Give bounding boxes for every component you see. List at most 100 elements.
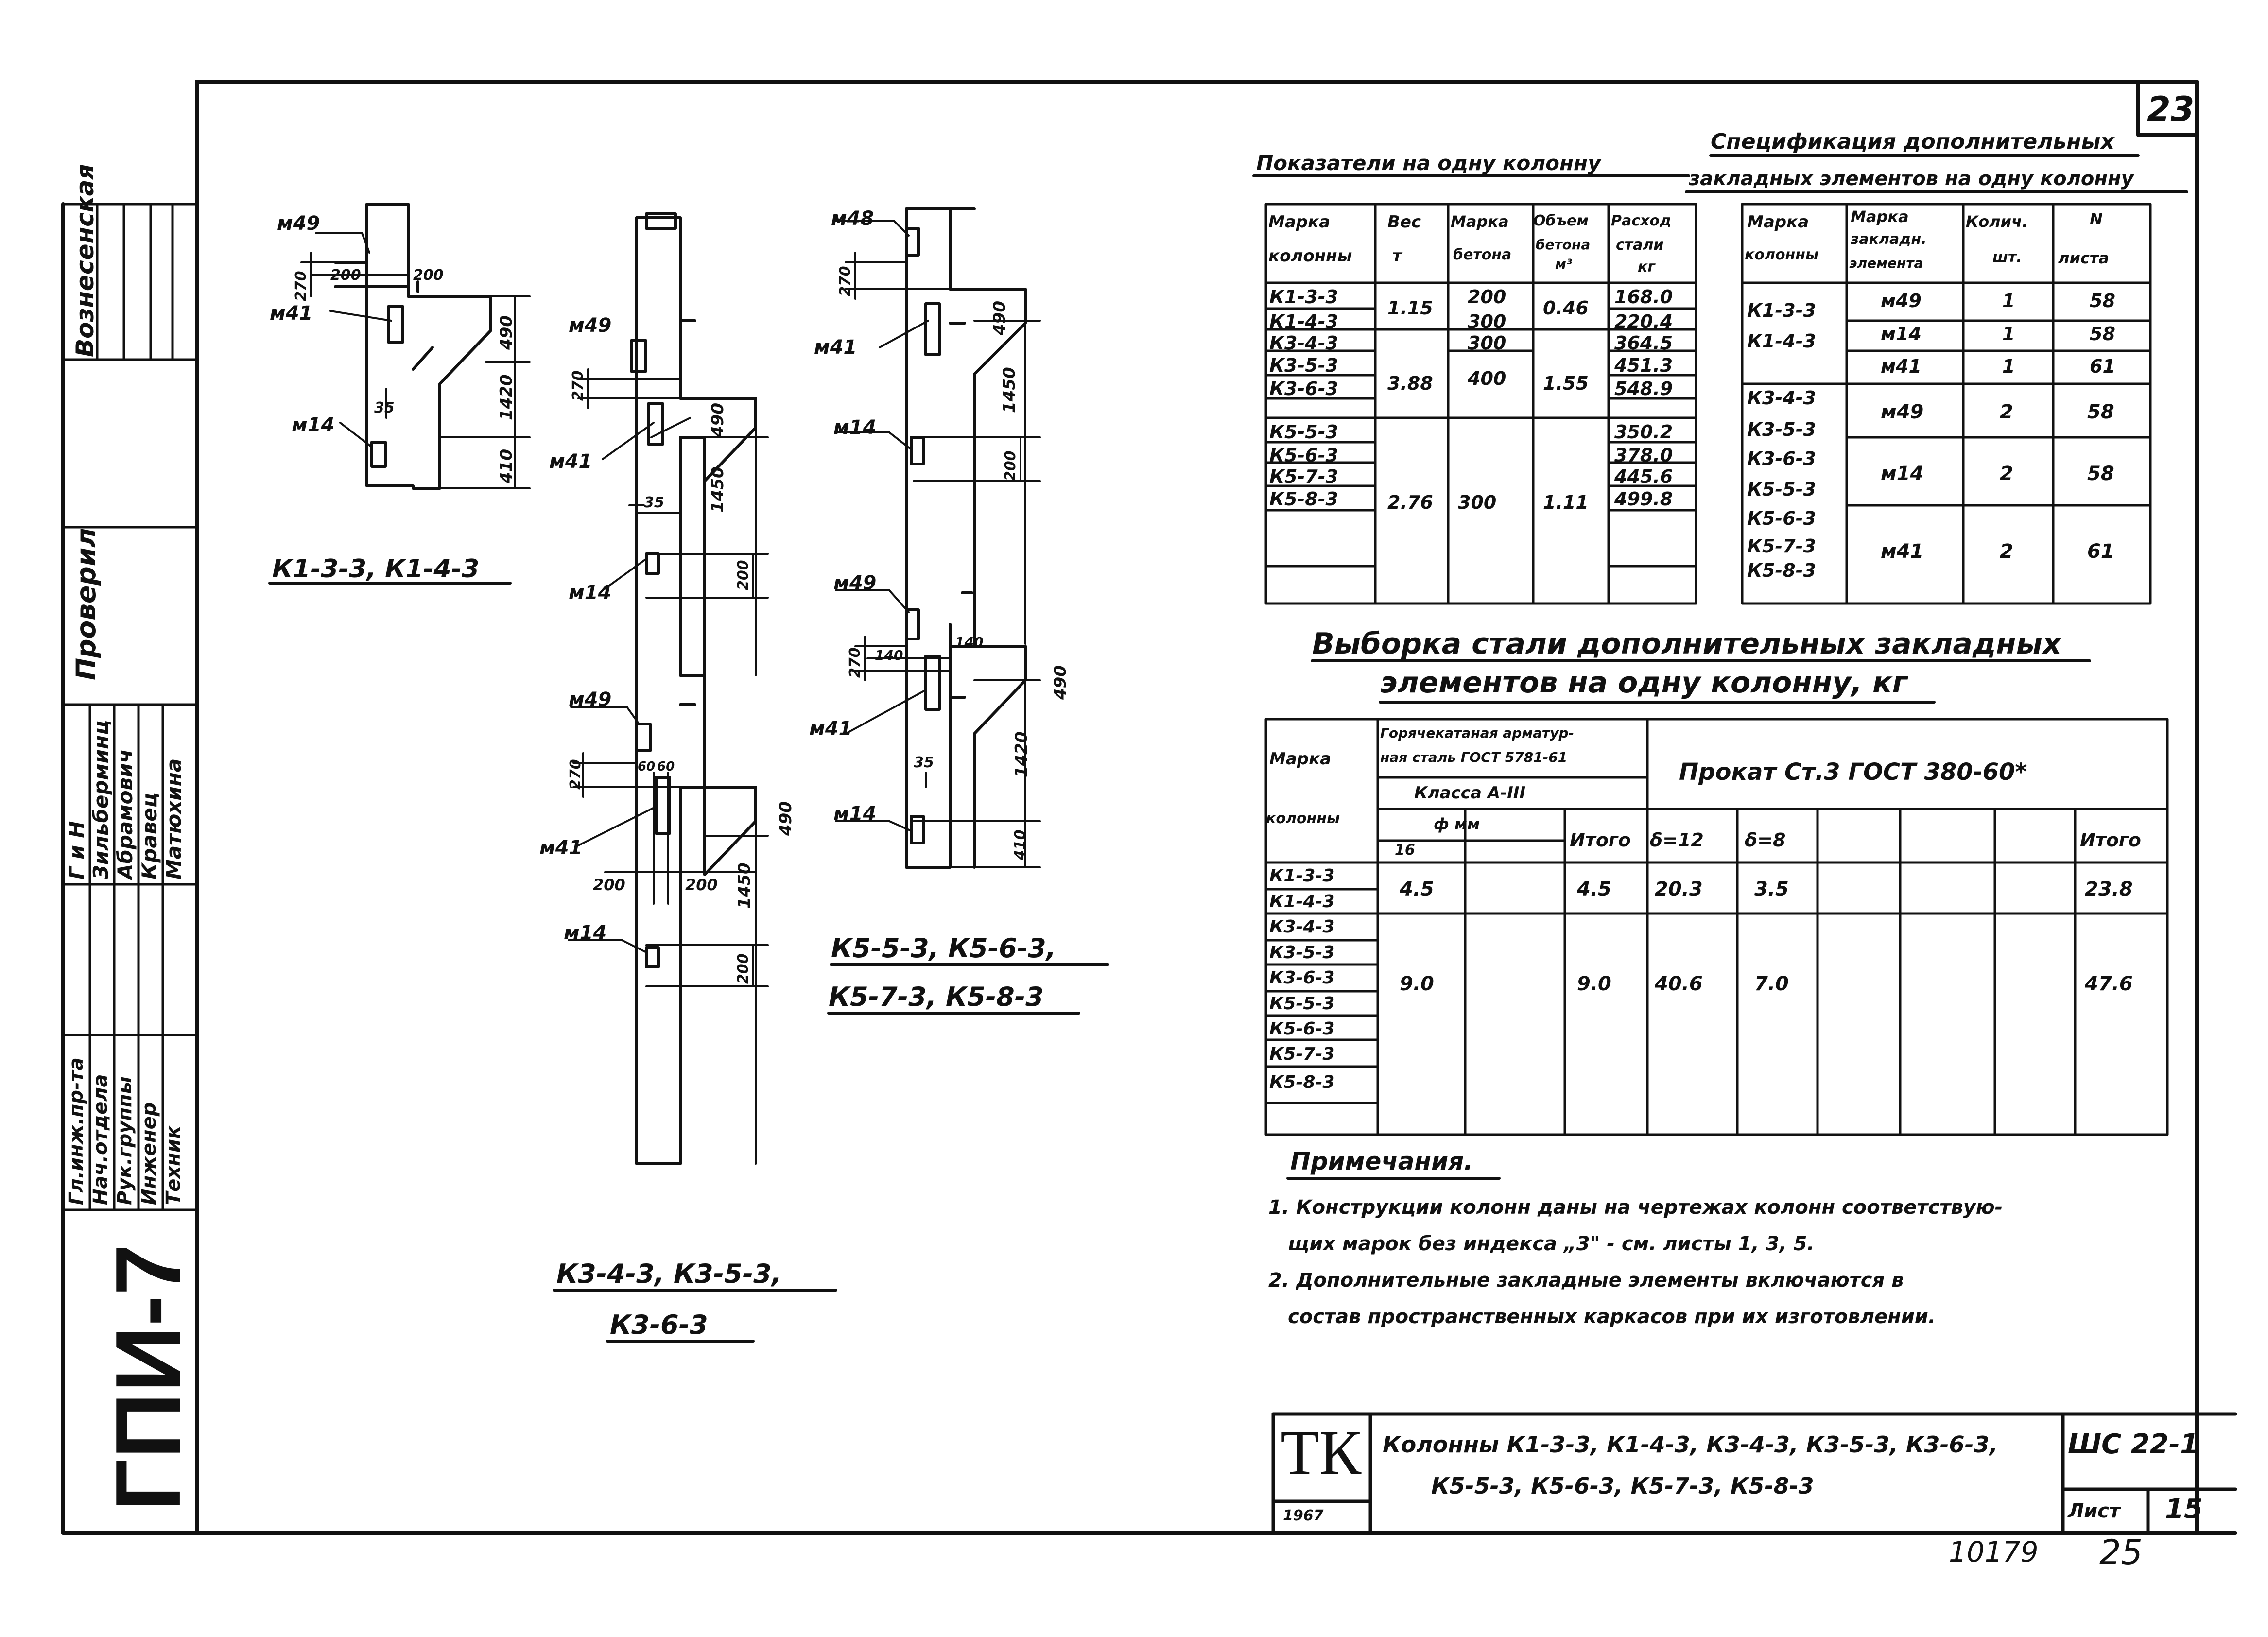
stamp-name-4: Кравец bbox=[138, 793, 161, 879]
steel-mark-5: К3-6-3 bbox=[1269, 968, 1335, 988]
k3-dim-490b: 490 bbox=[776, 801, 796, 836]
ind-head-concrete-1: Марка bbox=[1451, 212, 1509, 231]
k3-dims bbox=[568, 368, 769, 1165]
steel-head-total2: Итого bbox=[2080, 829, 2141, 851]
steel-title-2: элементов на одну колонну, кг bbox=[1380, 666, 1908, 700]
spec-g1-elem-2: м14 bbox=[1881, 323, 1922, 345]
title-series: ШС 22-1 bbox=[2068, 1429, 2199, 1460]
spec-g2-elem-3: м41 bbox=[1881, 540, 1924, 563]
steel-head-mark-1: Марка bbox=[1269, 749, 1332, 769]
k3-label-m14b: м14 bbox=[564, 922, 607, 944]
stamp-grid bbox=[62, 203, 198, 1211]
ind-head-steel-2: стали bbox=[1616, 237, 1664, 254]
k3-label-m14a: м14 bbox=[569, 582, 612, 604]
ind-steel-1: 168.0 bbox=[1614, 286, 1673, 308]
steel-title-1: Выборка стали дополнительных закладных bbox=[1312, 627, 2061, 661]
title-block-grid bbox=[1271, 1169, 2237, 1535]
steel-r2-total: 9.0 bbox=[1577, 973, 1611, 995]
k5-dim-410: 410 bbox=[1012, 829, 1029, 860]
spec-g1-elem-3: м41 bbox=[1881, 356, 1922, 377]
ind-steel-8: 445.6 bbox=[1614, 466, 1673, 487]
spec-head-mark-2: колонны bbox=[1745, 246, 1819, 263]
ind-head-weight-2: т bbox=[1392, 246, 1402, 266]
steel-mark-9: К5-8-3 bbox=[1269, 1072, 1335, 1092]
stamp-checked: Проверил bbox=[70, 528, 102, 680]
stamp-name-2: Зильберминц bbox=[89, 720, 113, 879]
spec-g2-sheet-3: 61 bbox=[2087, 540, 2114, 563]
steel-r1-total2: 23.8 bbox=[2085, 878, 2133, 900]
ind-steel-6: 350.2 bbox=[1614, 421, 1673, 443]
title-sheet-number: 15 bbox=[2165, 1493, 2203, 1525]
k5-label-m49: м49 bbox=[833, 572, 877, 594]
steel-mark-2: К1-4-3 bbox=[1269, 892, 1335, 912]
k1-label-m14: м14 bbox=[292, 414, 335, 436]
steel-r1-d16: 4.5 bbox=[1400, 878, 1434, 900]
spec-g1-elem-1: м49 bbox=[1881, 290, 1922, 311]
ind-mark-8: К5-7-3 bbox=[1269, 466, 1338, 487]
ind-mark-6: К5-5-3 bbox=[1269, 421, 1338, 443]
spec-head-qty-2: шт. bbox=[1992, 249, 2022, 266]
k5-label-m41a: м41 bbox=[814, 336, 857, 359]
spec-title-2: закладных элементов на одну колонну bbox=[1689, 168, 2134, 190]
k5-dims bbox=[835, 220, 1041, 868]
stamp-possessor: Вознесенская bbox=[71, 164, 99, 358]
indicators-grid bbox=[1264, 203, 1697, 605]
k1-dim-35: 35 bbox=[374, 399, 395, 416]
ind-volume-3: 1.11 bbox=[1543, 492, 1589, 513]
ind-concrete-4: 400 bbox=[1468, 368, 1506, 389]
page-number: 23 bbox=[2147, 89, 2195, 129]
column-k3-outline bbox=[630, 212, 757, 1165]
k5-dim-35: 35 bbox=[914, 754, 934, 771]
spec-g1-mark-2: К1-4-3 bbox=[1747, 330, 1816, 352]
k1-dim-410: 410 bbox=[497, 449, 516, 483]
ind-head-weight-1: Вес bbox=[1387, 212, 1421, 232]
steel-mark-1: К1-3-3 bbox=[1269, 866, 1335, 886]
spec-head-elem-2: закладн. bbox=[1851, 231, 1927, 248]
k5-label-m48: м48 bbox=[831, 207, 874, 230]
steel-head-16: 16 bbox=[1395, 842, 1415, 859]
ind-head-volume-1: Объем bbox=[1533, 212, 1589, 229]
ind-head-mark-1: Марка bbox=[1268, 212, 1331, 232]
steel-mark-6: К5-5-3 bbox=[1269, 994, 1335, 1014]
steel-r2-total2: 47.6 bbox=[2085, 973, 2133, 995]
spec-head-mark-1: Марка bbox=[1747, 212, 1809, 232]
k3-dim-200a: 200 bbox=[735, 560, 752, 590]
spec-head-qty-1: Колич. bbox=[1966, 212, 2028, 231]
k5-label-m14a: м14 bbox=[833, 416, 877, 439]
k5-dim-140b: 140 bbox=[955, 634, 984, 650]
spec-head-sheet-2: листа bbox=[2058, 249, 2109, 267]
ind-weight-1: 1.15 bbox=[1387, 297, 1433, 319]
spec-g1-qty-3: 1 bbox=[2002, 356, 2015, 377]
note-line-2: щих марок без индекса „3" - см. листы 1,… bbox=[1288, 1233, 1815, 1255]
ind-mark-2: К1-4-3 bbox=[1269, 311, 1338, 332]
k1-dim-1420: 1420 bbox=[497, 374, 516, 420]
k5-dim-490b: 490 bbox=[1051, 665, 1070, 700]
ind-head-volume-3: м³ bbox=[1555, 256, 1573, 272]
k1-dim-200b: 200 bbox=[413, 267, 444, 284]
title-year: 1967 bbox=[1283, 1507, 1324, 1524]
spec-g2-elem-2: м14 bbox=[1881, 463, 1924, 485]
ind-volume-2: 1.55 bbox=[1543, 373, 1589, 394]
k5-dim-490a: 490 bbox=[990, 301, 1009, 335]
steel-r1-d8: 3.5 bbox=[1754, 878, 1789, 900]
note-line-4: состав пространственных каркасов при их … bbox=[1288, 1306, 1936, 1328]
steel-head-class: Класса А-III bbox=[1414, 783, 1526, 803]
ind-mark-1: К1-3-3 bbox=[1269, 286, 1338, 308]
spec-g2-mark-1: К3-4-3 bbox=[1747, 387, 1816, 409]
spec-g1-sheet-3: 61 bbox=[2090, 356, 2115, 377]
stamp-name-5: Матюхина bbox=[162, 758, 186, 879]
k3-caption-underlines bbox=[553, 1289, 837, 1343]
ind-volume-1: 0.46 bbox=[1543, 297, 1589, 319]
steel-head-d12: δ=12 bbox=[1650, 829, 1704, 851]
ind-concrete-1: 200 bbox=[1468, 286, 1506, 308]
spec-g2-sheet-1: 58 bbox=[2087, 401, 2114, 423]
steel-mark-7: К5-6-3 bbox=[1269, 1019, 1335, 1039]
ind-concrete-5: 300 bbox=[1458, 492, 1497, 513]
ind-head-steel-1: Расход bbox=[1611, 212, 1672, 229]
steel-head-rebar-2: ная сталь ГОСТ 5781-61 bbox=[1380, 749, 1568, 765]
stamp-role-3: Рук.группы bbox=[114, 1076, 136, 1205]
k3-caption-2: К3-6-3 bbox=[610, 1310, 708, 1340]
spec-g2-mark-5: К5-6-3 bbox=[1747, 508, 1816, 529]
ind-weight-3: 2.76 bbox=[1387, 492, 1433, 513]
